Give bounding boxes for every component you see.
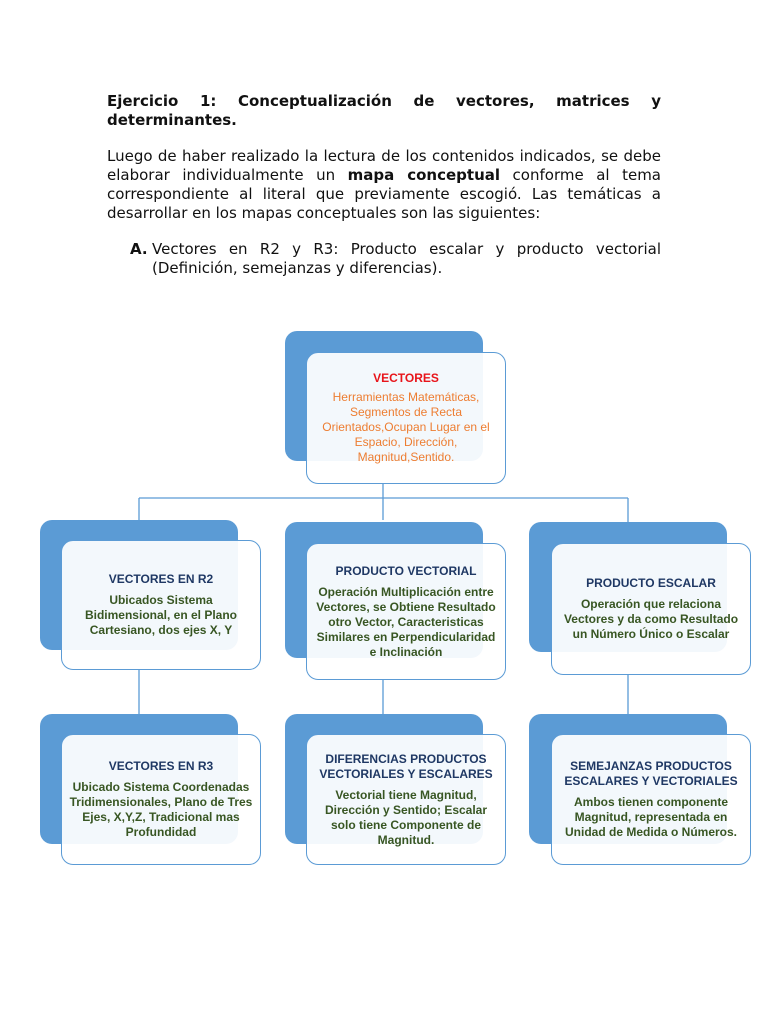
node-diferencias: DIFERENCIAS PRODUCTOS VECTORIALES Y ESCA…	[306, 734, 506, 865]
exercise-heading: Ejercicio 1: Conceptualización de vector…	[107, 92, 661, 130]
node-text: Herramientas Matemáticas, Segmentos de R…	[322, 390, 490, 464]
node-title: VECTORES EN R3	[108, 759, 214, 773]
list-item-line-2: (Definición, semejanzas y diferencias).	[152, 259, 443, 277]
node-title: VECTORES EN R2	[108, 572, 214, 586]
para-bold-term: mapa conceptual	[347, 166, 501, 184]
node-text: Operación que relaciona Vectores y da co…	[563, 597, 739, 641]
heading-line-1: Ejercicio 1: Conceptualización de vector…	[107, 92, 661, 110]
list-item-a: A.Vectores en R2 y R3: Producto escalar …	[130, 240, 661, 278]
node-vectores: VECTORES Herramientas Matemáticas, Segme…	[306, 352, 506, 484]
list-item-letter: A.	[130, 240, 148, 258]
node-producto-vectorial: PRODUCTO VECTORIAL Operación Multiplicac…	[306, 543, 506, 680]
node-text: Operación Multiplicación entre Vectores,…	[316, 584, 496, 659]
node-title: DIFERENCIAS PRODUCTOS VECTORIALES Y ESCA…	[319, 751, 493, 781]
list-item-line-1: Vectores en R2 y R3: Producto escalar y …	[152, 240, 661, 258]
para-text-after: conforme al tema correspondiente al lite…	[107, 166, 661, 222]
node-semejanzas: SEMEJANZAS PRODUCTOS ESCALARES Y VECTORI…	[551, 734, 751, 865]
node-producto-escalar: PRODUCTO ESCALAR Operación que relaciona…	[551, 543, 751, 675]
node-title: PRODUCTO VECTORIAL	[335, 563, 477, 578]
node-text: Ubicado Sistema Coordenadas Tridimension…	[69, 780, 253, 839]
node-text: Ambos tienen componente Magnitud, repres…	[564, 795, 738, 839]
instructions-paragraph: Luego de haber realizado la lectura de l…	[107, 147, 661, 223]
node-vectores-r3: VECTORES EN R3 Ubicado Sistema Coordenad…	[61, 734, 261, 865]
heading-line-2: determinantes.	[107, 111, 237, 129]
para-text-before: Luego de haber realizado la lectura de l…	[107, 147, 661, 184]
node-title: VECTORES	[373, 371, 439, 385]
node-vectores-r2: VECTORES EN R2 Ubicados Sistema Bidimens…	[61, 540, 261, 670]
node-text: Vectorial tiene Magnitud, Dirección y Se…	[324, 787, 488, 847]
node-title: PRODUCTO ESCALAR	[586, 576, 716, 590]
node-title: SEMEJANZAS PRODUCTOS ESCALARES Y VECTORI…	[564, 759, 738, 788]
node-text: Ubicados Sistema Bidimensional, en el Pl…	[84, 593, 238, 637]
